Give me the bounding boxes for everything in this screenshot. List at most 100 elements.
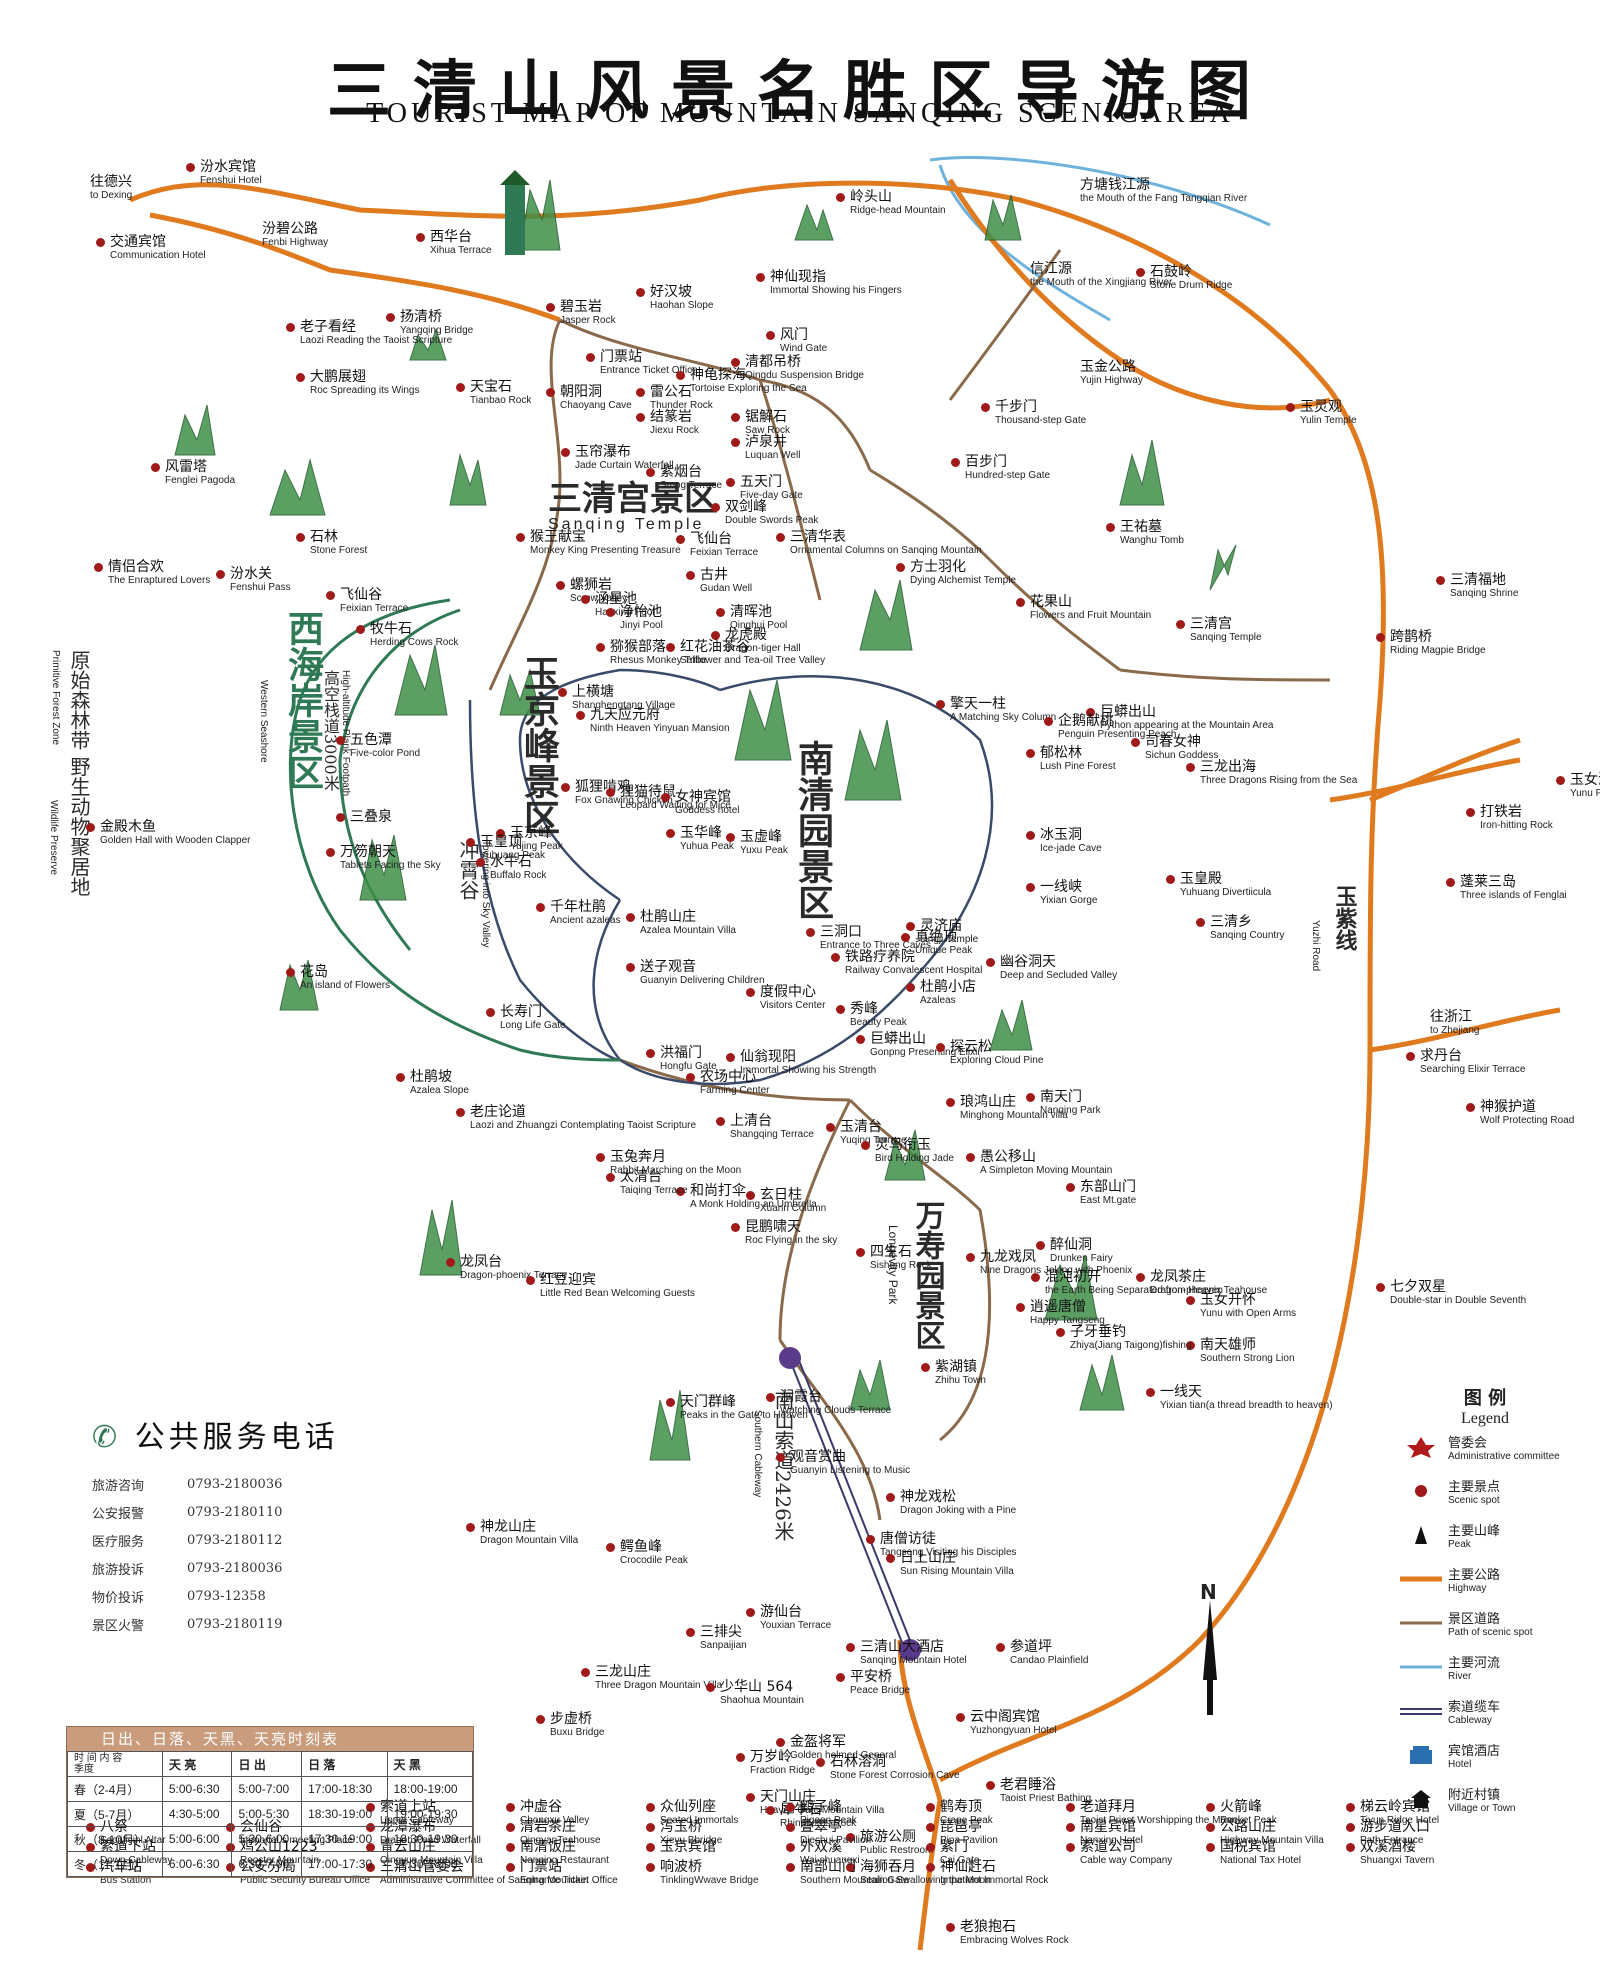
place-name-zh: 少华山 564: [720, 1679, 794, 1695]
place-name-en: Thunder Rock: [650, 400, 713, 412]
red-dot-icon: [886, 1493, 895, 1502]
red-dot-icon: [686, 1073, 695, 1082]
red-dot-icon: [726, 833, 735, 842]
timetable-cell: 6:30-7:00: [231, 1851, 303, 1877]
place-name-en: Watching Clouds Terrace: [780, 1405, 892, 1417]
place-name-zh: 狐狸啃鸡: [575, 779, 631, 795]
red-dot-icon: [686, 1628, 695, 1637]
red-dot-icon: [936, 700, 945, 709]
red-dot-icon: [766, 1393, 775, 1402]
place-name-en: Nanxing Hotel: [1080, 1835, 1143, 1847]
fang-tangqian-river: [929, 156, 1271, 227]
peak-triangle-icon: [1400, 1524, 1442, 1544]
place-name-en: Xuanri Column: [760, 1203, 827, 1215]
cableway-line-icon: [1400, 1700, 1442, 1720]
place-name-zh: 南天门: [1040, 1089, 1082, 1105]
red-dot-icon: [636, 388, 645, 397]
red-dot-icon: [1466, 808, 1475, 817]
place-name-en: Jasper Rock: [560, 315, 616, 327]
place-name-zh: 汾水宾馆: [200, 159, 256, 175]
place-name-zh: 王祐墓: [1120, 519, 1162, 535]
timetable-col: 天 亮: [161, 1751, 233, 1777]
place-name-en: Ice-jade Cave: [1040, 843, 1102, 855]
place-name-zh: 天宝石: [470, 379, 512, 395]
place-name-zh: 牧牛石: [370, 621, 412, 637]
red-dot-icon: [936, 1043, 945, 1052]
place-name-zh: 玉京宾馆: [660, 1839, 716, 1855]
place-name-zh: 琵琶亭: [940, 1819, 982, 1835]
red-dot-icon: [646, 1049, 655, 1058]
timetable-cell: 17:00-17:30: [301, 1851, 388, 1877]
place-name-zh: 参道坪: [1010, 1639, 1052, 1655]
place-name-en: Golden Hall with Wooden Clapper: [100, 835, 251, 847]
place-name-zh: 南部山门: [800, 1859, 856, 1875]
place-name-zh: 大鹏展翅: [310, 369, 366, 385]
place-name-en: Sanqing Mountain Hotel: [860, 1655, 967, 1667]
place-name-en: Searching Elixir Terrace: [1420, 1064, 1526, 1076]
timetable-cell: 6:00-6:30: [161, 1851, 233, 1877]
red-dot-icon: [636, 413, 645, 422]
place-name-en: Feixian Terrace: [340, 603, 409, 615]
red-dot-icon: [726, 478, 735, 487]
place-name-zh: 三清山大酒店: [860, 1639, 944, 1655]
place-name-zh: 玉帘瀑布: [575, 444, 631, 460]
red-dot-icon: [1066, 1823, 1075, 1832]
place-name-en: Yuzhongyuan Hotel: [970, 1725, 1057, 1737]
place-name-en: Bus Station: [100, 1875, 152, 1887]
red-dot-icon: [626, 963, 635, 972]
red-dot-icon: [746, 988, 755, 997]
timetable-season: 秋（8-10月）: [67, 1826, 163, 1852]
red-dot-icon: [1206, 1823, 1215, 1832]
place-name-zh: 三龙山庄: [595, 1664, 651, 1680]
red-dot-icon: [666, 643, 675, 652]
red-dot-icon: [806, 928, 815, 937]
place-name-zh: 玉清台: [840, 1119, 882, 1135]
place-name-zh: 国税宾馆: [1220, 1839, 1276, 1855]
red-dot-icon: [846, 1833, 855, 1842]
place-name-en: Leopard Waiting for Mice: [620, 800, 731, 812]
place-name-en: Little Red Bean Welcoming Guests: [540, 1288, 695, 1300]
red-dot-icon: [1031, 1273, 1040, 1282]
red-dot-icon: [746, 1191, 755, 1200]
place-name-zh: 灵济庙: [920, 918, 962, 934]
red-dot-icon: [86, 823, 95, 832]
red-dot-icon: [956, 1713, 965, 1722]
north-arrow-icon: [1203, 1600, 1217, 1715]
place-name-zh: 叠翠亭: [800, 1819, 842, 1835]
place-name-en: Xihua Terrace: [430, 245, 492, 257]
legend-title-en: Legend: [1461, 1410, 1509, 1427]
place-name-en: Azalea Mountain Villa: [640, 925, 736, 937]
red-dot-icon: [636, 288, 645, 297]
place-name-en: Immortal Showing his Strength: [740, 1065, 877, 1077]
red-dot-icon: [676, 371, 685, 380]
place-name-zh: 杜鹃小店: [920, 979, 976, 995]
place-name-zh: 涧霞台: [780, 1389, 822, 1405]
